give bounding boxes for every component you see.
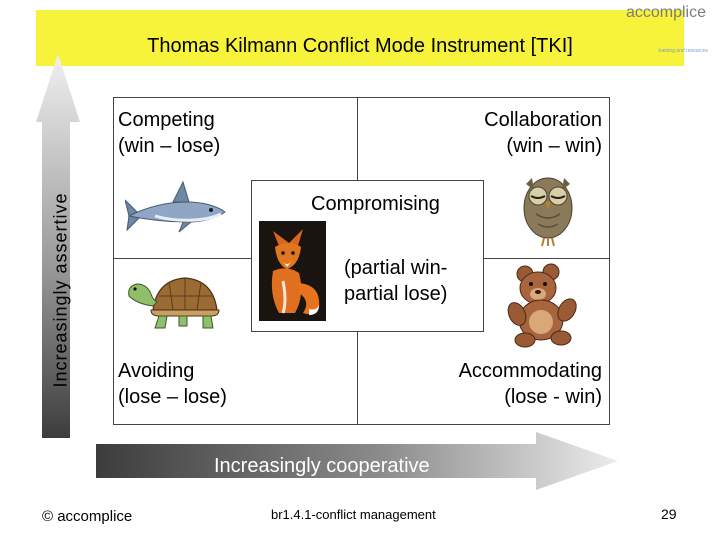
quadrant-collaboration: Collaboration (win – win) (484, 107, 602, 159)
quadrant-title: Competing (118, 109, 215, 131)
vertical-axis-label: Increasingly assertive (50, 192, 71, 388)
footer-document-id: br1.4.1-conflict management (271, 507, 436, 522)
owl-icon (523, 177, 573, 247)
teddy-bear-icon (507, 263, 577, 348)
page-number: 29 (661, 506, 677, 522)
quadrant-title: Avoiding (118, 360, 195, 382)
fox-icon (259, 221, 326, 321)
horizontal-axis-label: Increasingly cooperative (214, 455, 430, 477)
vertical-axis-arrow (36, 54, 80, 438)
footer-copyright: © accomplice (42, 508, 133, 525)
brand-logo-subtext: training and resources (658, 48, 708, 54)
quadrant-avoiding: Avoiding (lose – lose) (118, 358, 227, 410)
brand-logo: accomplice training and resources (600, 4, 716, 60)
turtle-icon (128, 277, 220, 329)
quadrant-outcome: (win – win) (506, 135, 602, 157)
compromising-outcome: (partial win- partial lose) (344, 255, 447, 307)
title-banner: Thomas Kilmann Conflict Mode Instrument … (36, 10, 684, 66)
quadrant-title: Accommodating (458, 360, 602, 382)
brand-logo-text: accomplice (625, 4, 706, 21)
compromising-outcome-line1: (partial win- (344, 257, 448, 279)
quadrant-outcome: (win – lose) (118, 135, 221, 157)
quadrant-grid (113, 97, 610, 425)
compromising-title: Compromising (311, 193, 440, 215)
shark-icon (125, 180, 226, 233)
page-title: Thomas Kilmann Conflict Mode Instrument … (147, 34, 573, 57)
quadrant-title: Collaboration (484, 109, 602, 131)
quadrant-outcome: (lose – lose) (118, 386, 227, 408)
quadrant-outcome: (lose - win) (504, 386, 602, 408)
compromising-outcome-line2: partial lose) (344, 283, 448, 305)
quadrant-accommodating: Accommodating (lose - win) (459, 358, 602, 410)
horizontal-axis-arrow (96, 432, 618, 490)
quadrant-competing: Competing (win – lose) (118, 107, 220, 159)
